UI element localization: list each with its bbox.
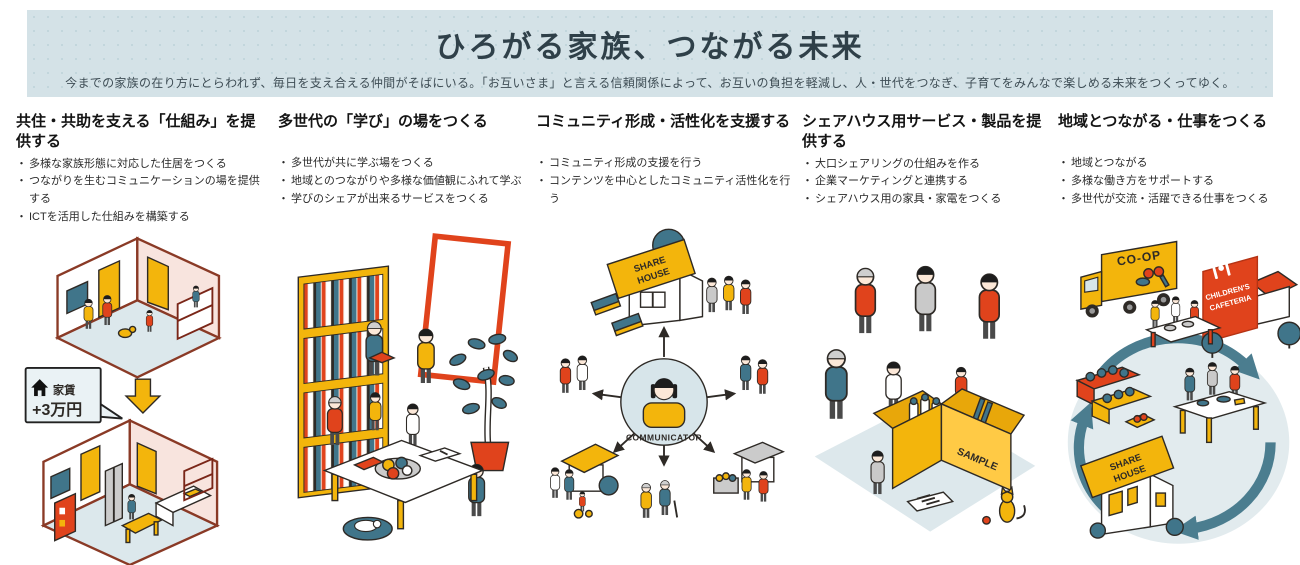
bunk-bed [176, 285, 214, 341]
bullet: ICTを活用した仕組みを構築する [16, 209, 268, 227]
open-book [367, 351, 396, 364]
door [80, 444, 101, 502]
window [417, 233, 512, 386]
column-living-system: 共住・共助を支える「仕組み」を提供する 多様な家族形態に対応した住居をつくる つ… [16, 112, 268, 565]
title-banner: ひろがる家族、つながる未来 今までの家族の在り方にとらわれず、毎日を支え合える仲… [27, 10, 1273, 97]
red-pad [352, 456, 385, 471]
bullet: 大口シェアリングの仕組みを作る [802, 156, 1048, 174]
dog [117, 325, 137, 338]
rent-label: 家賃 [53, 383, 76, 397]
work-table [1172, 362, 1268, 444]
bullet: 多様な働き方をサポートする [1058, 173, 1300, 191]
bullet: 多様な家族形態に対応した住居をつくる [16, 156, 268, 174]
rent-value: +3万円 [32, 401, 82, 419]
hub-spokes [591, 325, 737, 467]
coop-truck: CO-OP [1080, 240, 1178, 318]
plant [449, 333, 519, 472]
column-local-work: 地域とつながる・仕事をつくる 地域とつながる 多様な働き方をサポートする 多世代… [1058, 112, 1300, 565]
notebook [418, 447, 462, 462]
cat-bed [342, 516, 393, 541]
column-sharehouse-products: シェアハウス用サービス・製品を提供する 大口シェアリングの仕組みを作る 企業マー… [802, 112, 1048, 565]
door [146, 255, 169, 311]
bullet: 学びのシェアが出来るサービスをつくる [278, 191, 526, 209]
bullet-list: 多世代が共に学ぶ場をつくる 地域とのつながりや多様な価値観にふれて学ぶ 学びのシ… [278, 155, 526, 217]
room-after [40, 418, 220, 565]
red-shelf [54, 492, 77, 542]
communicator-hub: COMMUNICATOR [620, 358, 708, 446]
vegetable-stall [1075, 365, 1156, 429]
bullet: つながりを生むコミュニケーションの場を提供する [16, 173, 268, 209]
sample-box-illustration: SAMPLE [814, 265, 1036, 532]
picture-frame [50, 466, 71, 500]
column-heading: 共住・共助を支える「仕組み」を提供する [16, 113, 256, 151]
bullet: 地域とのつながりや多様な価値観にふれて学ぶ [278, 173, 526, 191]
plant-pot [470, 441, 510, 472]
bullet-list: 多様な家族形態に対応した住居をつくる つながりを生むコミュニケーションの場を提供… [16, 156, 268, 227]
page-title: ひろがる家族、つながる未来 [435, 31, 865, 64]
desk [120, 512, 164, 543]
bullet: 多世代が共に学ぶ場をつくる [278, 155, 526, 173]
share-house-bottom: SHARE HOUSE [1079, 435, 1184, 539]
bullet: シェアハウス用の家具・家電をつくる [802, 191, 1048, 209]
study-table [322, 439, 485, 530]
bullet-list: 地域とつながる 多様な働き方をサポートする 多世代が交流・活躍できる仕事をつくる [1058, 155, 1300, 217]
column-heading: コミュニティ形成・活性化を支援する [536, 113, 791, 130]
page-subtitle: 今までの家族の在り方にとらわれず、毎日を支え合える仲間がそばにいる。「お互いさま… [65, 76, 1235, 90]
column-community: コミュニティ形成・活性化を支援する コミュニティ形成の支援を行う コンテンツを中… [536, 112, 792, 565]
house-icon [31, 378, 49, 396]
tree [1277, 321, 1300, 349]
room-before [54, 236, 222, 379]
bullet: コンテンツを中心としたコミュニティ活性化を行う [536, 173, 792, 209]
coop-label: CO-OP [1116, 248, 1162, 269]
column-heading: シェアハウス用サービス・製品を提供する [802, 113, 1042, 151]
ball [982, 515, 991, 525]
bunk-frame [183, 457, 214, 502]
column-learning: 多世代の「学び」の場をつくる 多世代が共に学ぶ場をつくる 地域とのつながりや多様… [278, 112, 526, 565]
rooms-illustration: 家賃 +3万円 [24, 236, 222, 565]
communicator-illustration: SHARE HOUSE [550, 228, 785, 519]
bench [590, 292, 622, 316]
sample-box: SAMPLE [872, 387, 1026, 491]
paper [906, 490, 955, 512]
down-arrow-icon [124, 378, 162, 414]
kids-table [1144, 296, 1222, 348]
wardrobe [104, 462, 123, 527]
bookshelf [297, 265, 390, 499]
bullet-list: 大口シェアリングの仕組みを作る 企業マーケティングと連携する シェアハウス用の家… [802, 156, 1048, 218]
columns-container: 共住・共助を支える「仕組み」を提供する 多様な家族形態に対応した住居をつくる つ… [16, 112, 1300, 565]
communicator-label: COMMUNICATOR [626, 432, 702, 442]
column-heading: 多世代の「学び」の場をつくる [278, 113, 488, 130]
neighbors-right [740, 355, 769, 395]
share-house-top: SHARE HOUSE [590, 228, 752, 337]
elderly-couple [640, 480, 679, 519]
neighbors-left [559, 355, 588, 394]
column-heading: 地域とつながる・仕事をつくる [1058, 113, 1268, 130]
community-cycle-illustration: CO-OP CHILDREN'S CAFETERI [1067, 240, 1300, 544]
bullet: 地域とつながる [1058, 155, 1300, 173]
bench [610, 312, 644, 337]
bullet: 多世代が交流・活躍できる仕事をつくる [1058, 191, 1300, 209]
market-house-group [713, 441, 785, 502]
bullet-list: コミュニティ形成の支援を行う コンテンツを中心としたコミュニティ活性化を行う [536, 155, 792, 217]
learning-illustration [297, 233, 519, 541]
bullet: 企業マーケティングと連携する [802, 173, 1048, 191]
door [136, 441, 157, 495]
cafeteria-sign: CHILDREN'S CAFETERIA [1201, 255, 1300, 358]
cat [982, 485, 1026, 525]
family-house-group [550, 443, 620, 519]
bullet: コミュニティ形成の支援を行う [536, 155, 792, 173]
rent-bubble: 家賃 +3万円 [24, 366, 123, 424]
